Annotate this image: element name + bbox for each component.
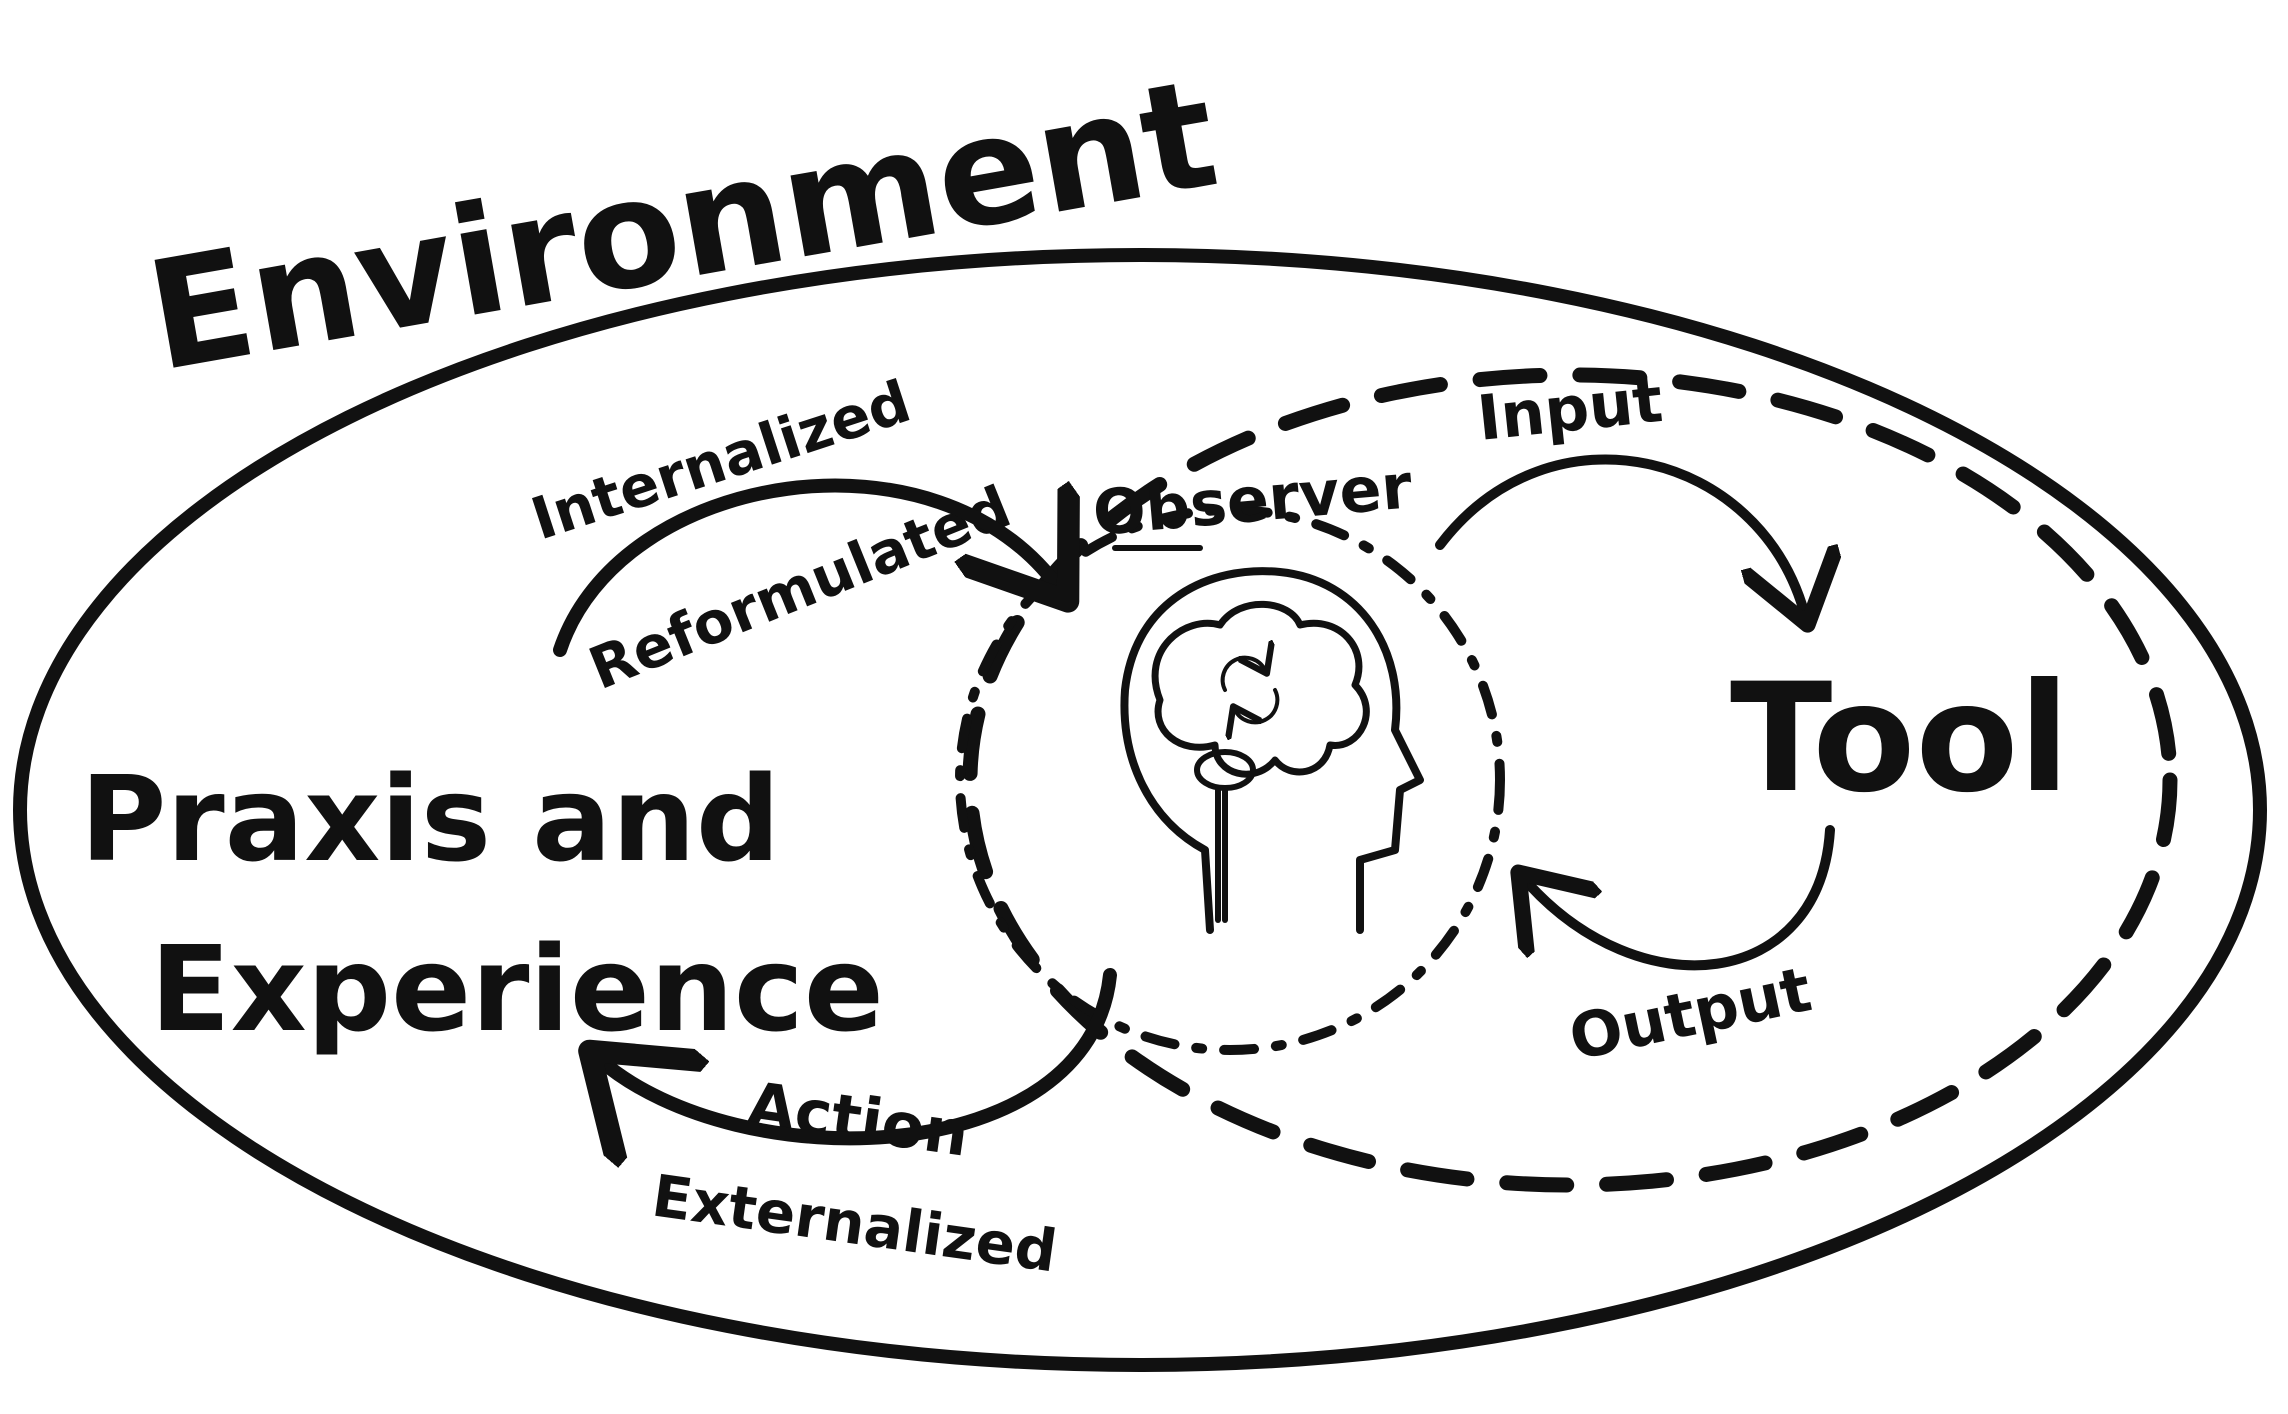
environment-title: Environment — [136, 47, 1229, 406]
cycle-arrows-icon — [1223, 658, 1278, 723]
experience-label: Experience — [150, 920, 884, 1058]
internalized-label: Internalized — [523, 367, 918, 553]
output-label: Output — [1563, 952, 1817, 1074]
output-arrow — [1525, 830, 1830, 965]
head-with-brain-icon — [1124, 571, 1420, 930]
input-arrow — [1440, 459, 1805, 615]
tool-label: Tool — [1730, 652, 2070, 826]
praxis-label: Praxis and — [80, 750, 780, 888]
action-label: Action — [743, 1068, 973, 1171]
externalized-label: Externalized — [648, 1162, 1061, 1286]
observer-label: Observer — [1090, 449, 1415, 550]
